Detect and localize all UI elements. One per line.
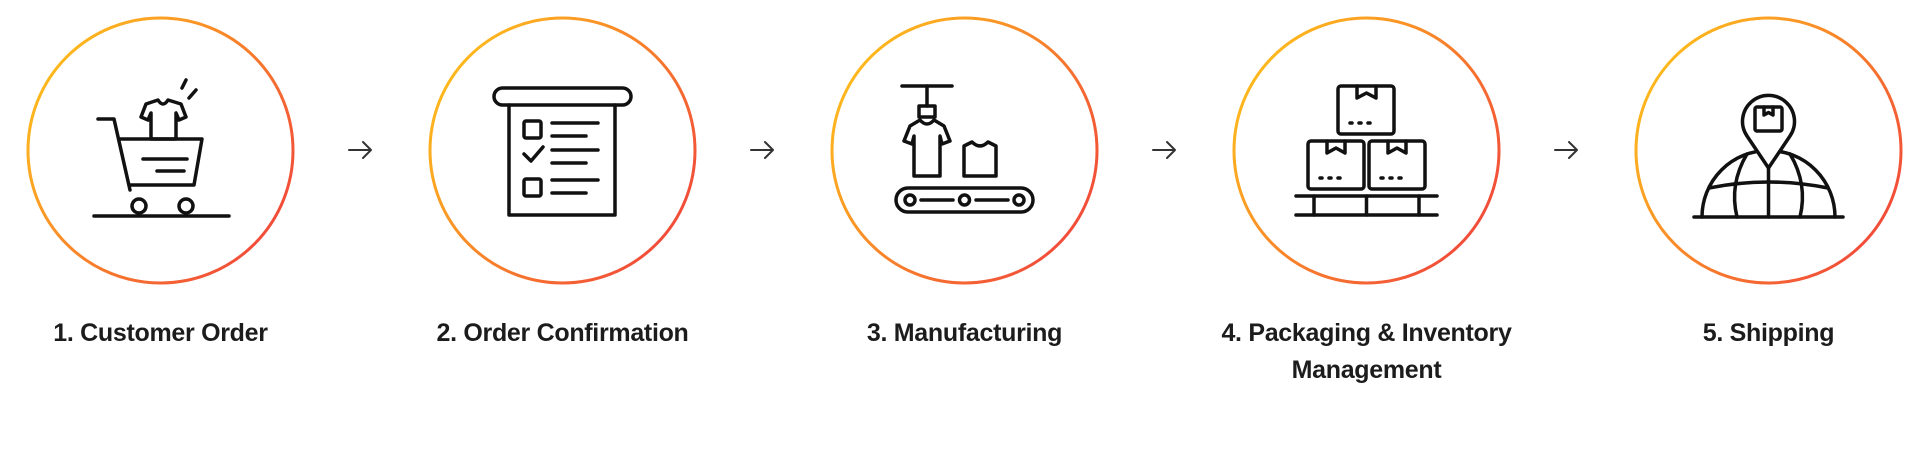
arrow-right-icon: [750, 141, 774, 159]
arrow-right-icon: [1152, 141, 1176, 159]
globe-location-pin-icon: [1692, 93, 1845, 219]
conveyor-belt-shirts-icon: [894, 84, 1035, 214]
step-3-label: 3. Manufacturing: [866, 319, 1063, 347]
step-5-label: 5. Shipping: [1702, 319, 1835, 347]
step-1-label: 1. Customer Order: [53, 319, 268, 347]
step-2-label: 2. Order Confirmation: [436, 319, 689, 347]
arrow-right-icon: [1554, 141, 1578, 159]
step-5-circle: [1634, 16, 1903, 285]
arrow-right-icon: [348, 141, 372, 159]
step-4-label: 4. Packaging & Inventory Management: [1221, 319, 1512, 384]
step-4-circle: [1232, 16, 1501, 285]
stacked-boxes-pallet-icon: [1294, 84, 1439, 217]
step-1-circle: [26, 16, 295, 285]
shopping-cart-shirt-icon: [92, 78, 231, 218]
step-2-circle: [428, 16, 697, 285]
step-3-circle: [830, 16, 1099, 285]
checklist-icon: [492, 86, 633, 217]
